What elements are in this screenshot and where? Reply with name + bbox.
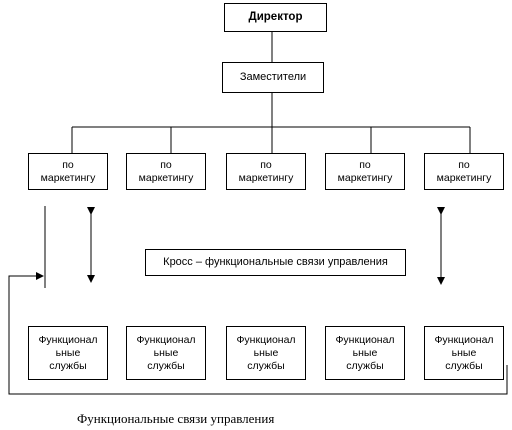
functional-services-label: Функционал ьные службы [434,333,494,372]
cross-functional-label: Кросс – функциональные связи управления [163,256,388,268]
director-box: Директор [224,3,327,32]
marketing-unit-box-4: по маркетингу [325,153,405,190]
deputies-box: Заместители [222,62,324,93]
marketing-unit-label: по маркетингу [138,158,194,184]
functional-services-box-2: Функционал ьные службы [126,326,206,380]
marketing-unit-label: по маркетингу [238,158,294,184]
functional-services-box-3: Функционал ьные службы [226,326,306,380]
diagram-caption: Функциональные связи управления [77,411,275,426]
functional-services-label: Функционал ьные службы [38,333,98,372]
functional-services-label: Функционал ьные службы [236,333,296,372]
functional-services-box-4: Функционал ьные службы [325,326,405,380]
functional-services-label: Функционал ьные службы [136,333,196,372]
functional-services-box-1: Функционал ьные службы [28,326,108,380]
marketing-unit-label: по маркетингу [337,158,393,184]
deputies-label: Заместители [239,71,307,83]
feedback-arrow [8,272,508,395]
functional-services-label: Функционал ьные службы [335,333,395,372]
marketing-unit-box-3: по маркетингу [226,153,306,190]
marketing-unit-box-2: по маркетингу [126,153,206,190]
marketing-unit-label: по маркетингу [436,158,492,184]
cross-functional-box: Кросс – функциональные связи управления [145,249,406,276]
marketing-unit-box-1: по маркетингу [28,153,108,190]
functional-services-box-5: Функционал ьные службы [424,326,504,380]
marketing-unit-box-5: по маркетингу [424,153,504,190]
director-label: Директор [248,11,303,23]
marketing-unit-label: по маркетингу [40,158,96,184]
